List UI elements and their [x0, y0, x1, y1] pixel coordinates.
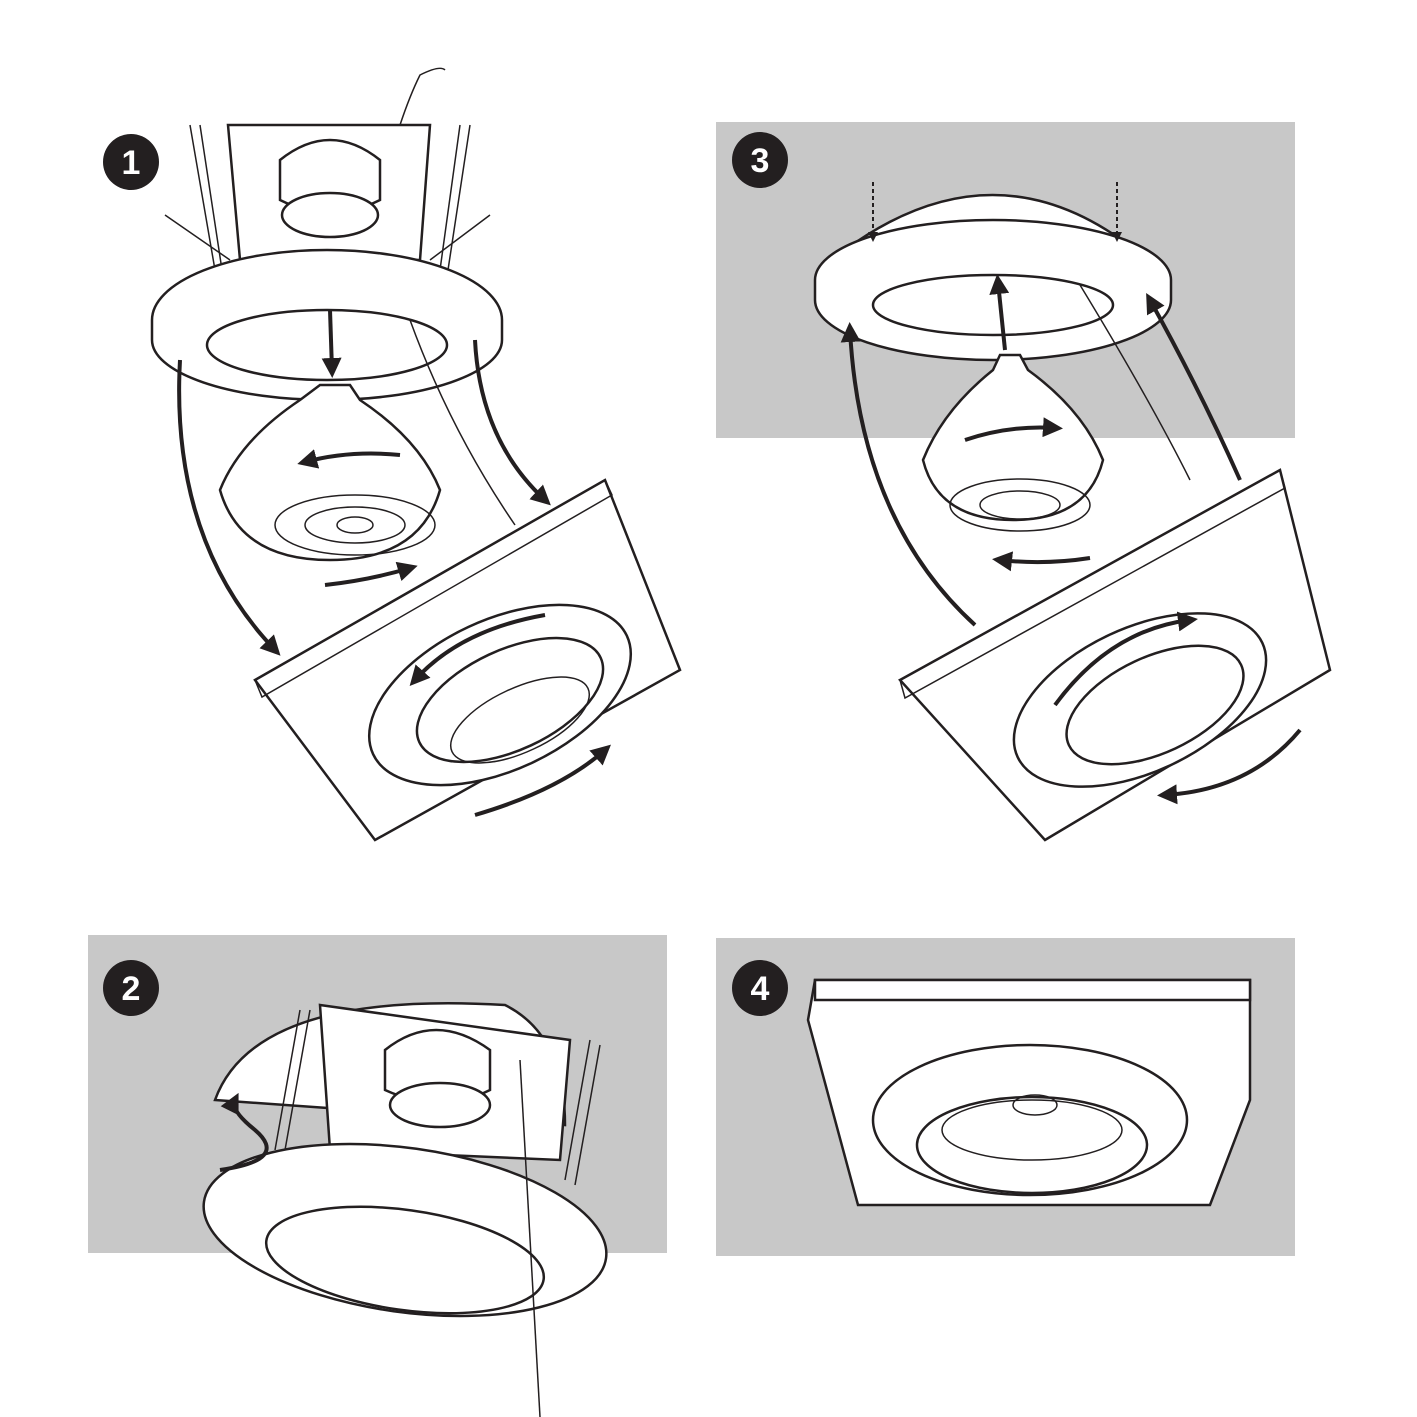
- square-plate: [898, 468, 1332, 842]
- step-number: 3: [751, 142, 770, 180]
- step-number: 4: [751, 970, 770, 1008]
- step-number: 2: [122, 970, 141, 1008]
- step-4-panel: 4: [716, 938, 1295, 1256]
- step-2-badge: 2: [103, 960, 159, 1016]
- round-ring: [202, 1142, 608, 1318]
- step-3-panel: 3: [716, 122, 1332, 842]
- square-plate: [806, 978, 1252, 1207]
- step-3-badge: 3: [732, 132, 788, 188]
- round-ring: [150, 248, 504, 402]
- step-1-panel: 1: [103, 67, 682, 842]
- step-number: 1: [122, 144, 141, 182]
- square-plate: [253, 478, 682, 842]
- junction-box: [274, 1003, 601, 1186]
- spring-clips: [164, 124, 491, 271]
- step-3-arrows: [840, 182, 1302, 805]
- tilt-arrow: [219, 1092, 269, 1172]
- gu10-bulb: [921, 353, 1105, 532]
- junction-box: [226, 67, 446, 262]
- step-4-badge: 4: [732, 960, 788, 1016]
- step-1-badge: 1: [103, 134, 159, 190]
- step-1-arrows: [177, 309, 611, 817]
- gu10-bulb: [218, 383, 442, 562]
- step-2-panel: 2: [88, 935, 667, 1417]
- safety-wire: [519, 1059, 541, 1417]
